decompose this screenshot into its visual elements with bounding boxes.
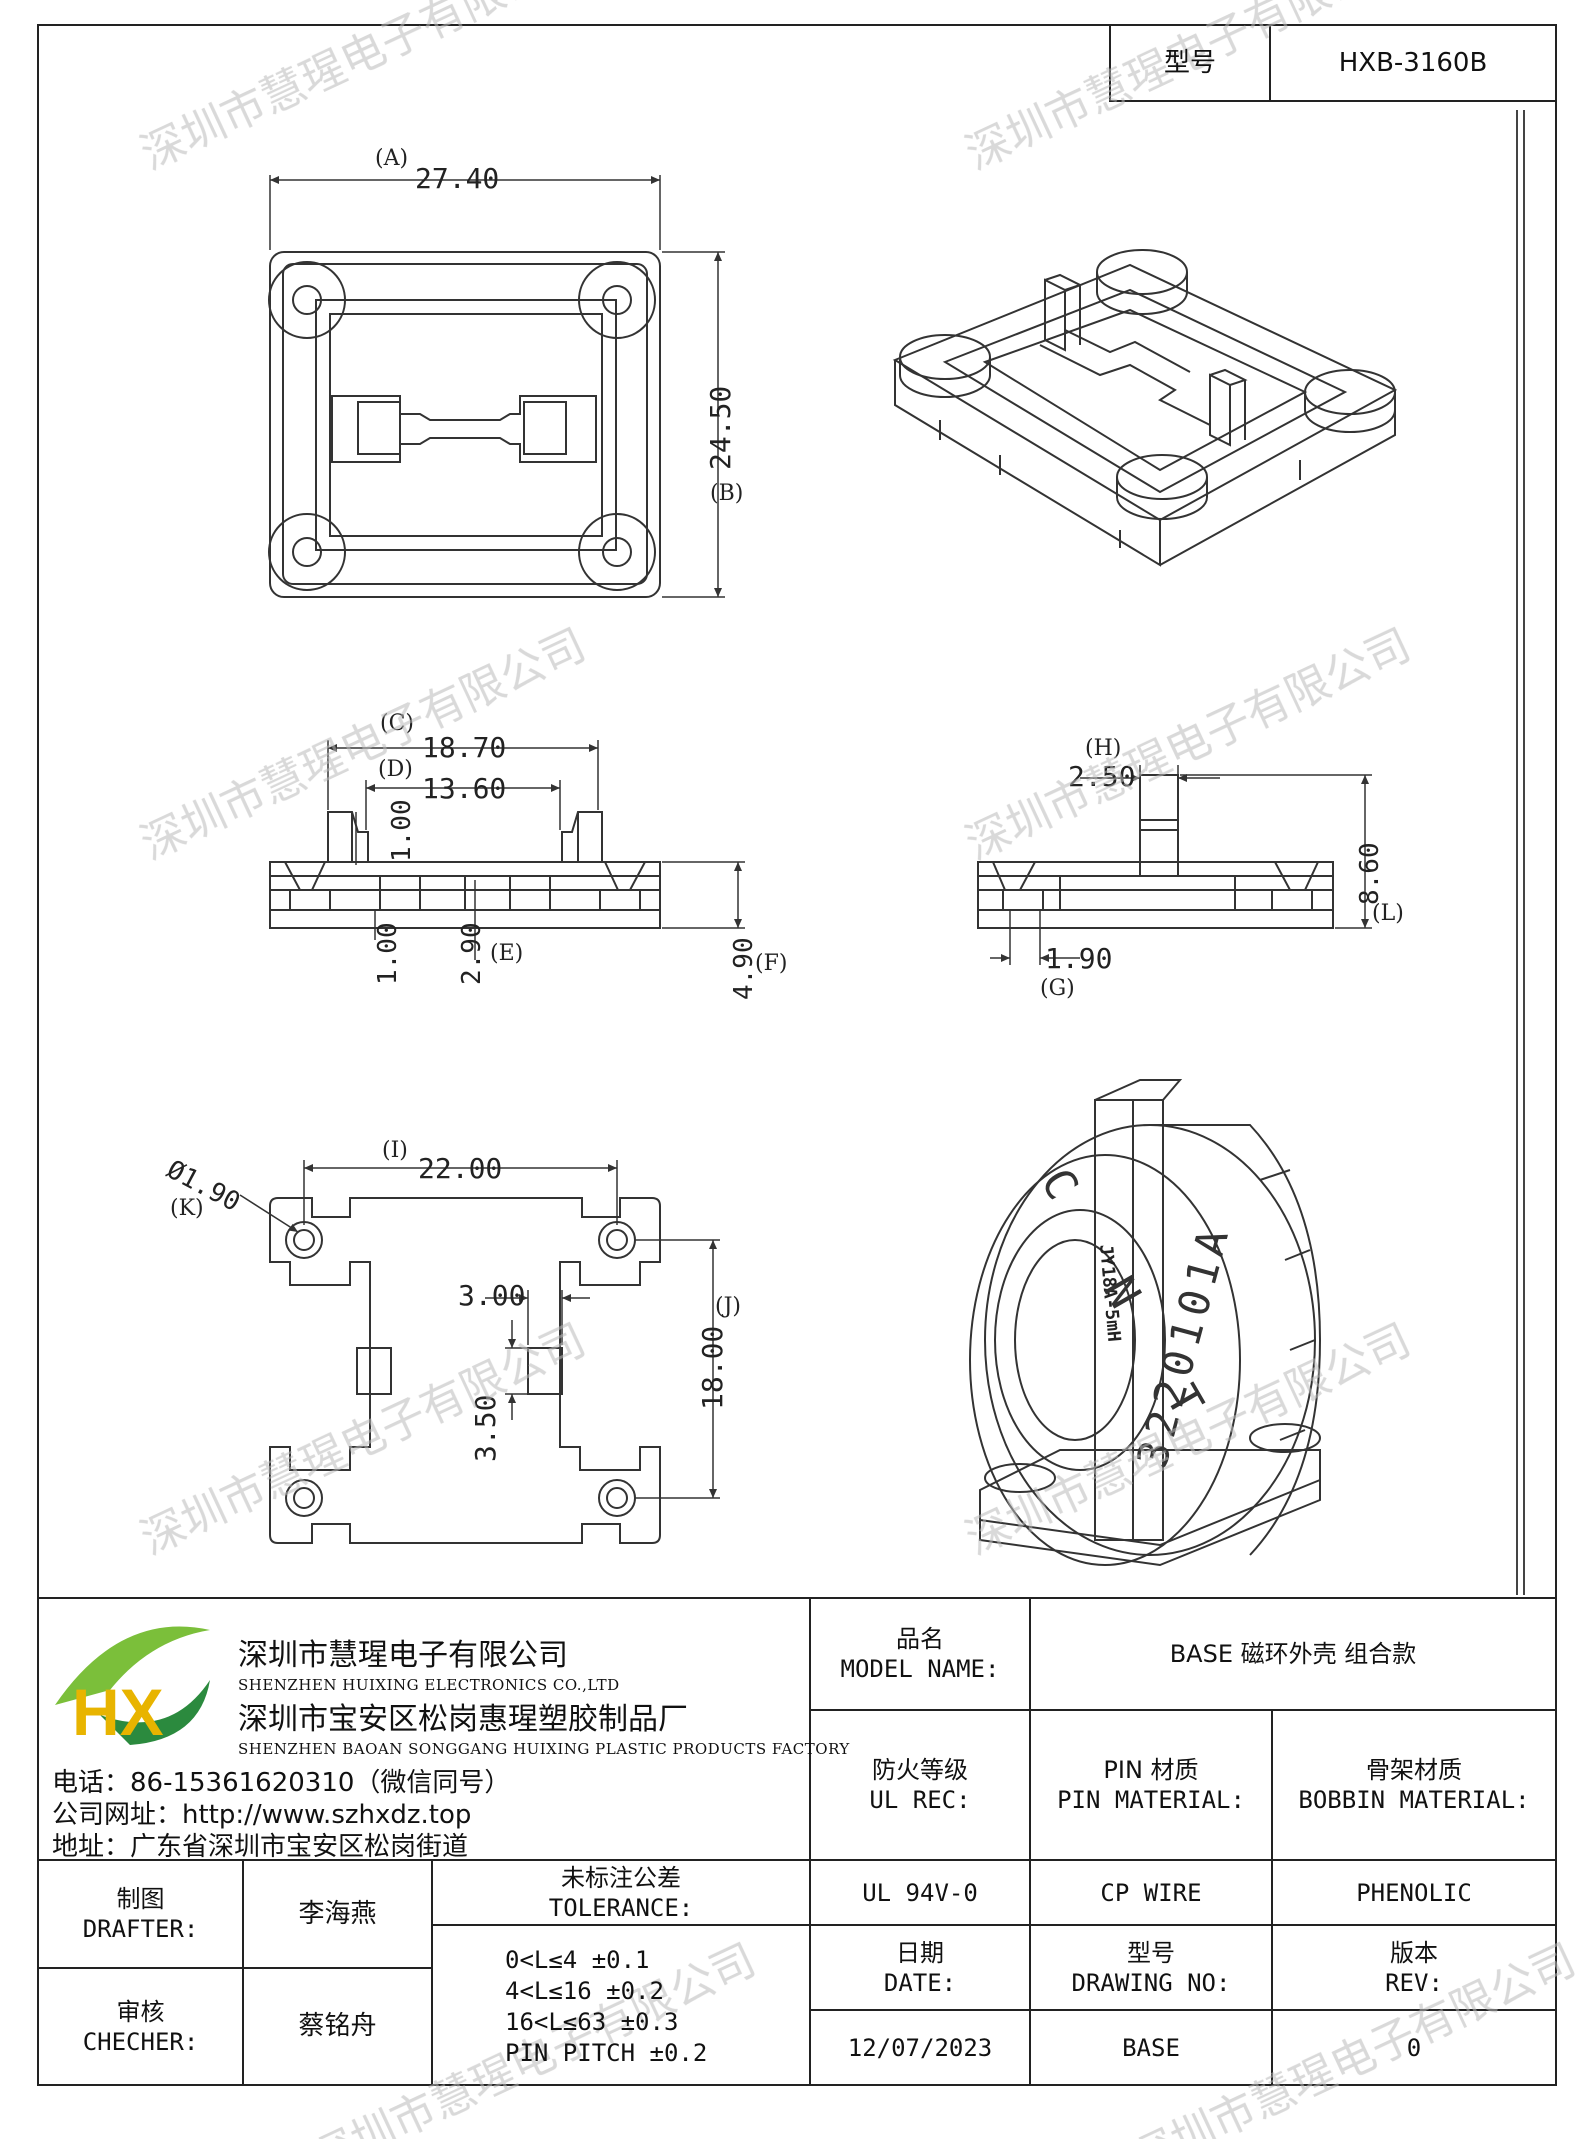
date-value: 12/07/2023 [847,2033,993,2062]
date-label-en: DATE: [883,1968,957,1997]
bobbin-material-label-cn: 骨架材质 [1366,1756,1462,1784]
dim-E-label: (E) [490,941,523,966]
checker-label-cn: 审核 [116,1997,165,2026]
date-label-cn: 日期 [896,1938,944,1967]
dim-H-L-G [990,765,1372,965]
dim-C-value: 18.70 [422,731,506,764]
model-name-label-en: MODEL NAME: [840,1655,1000,1683]
company-address: 地址：广东省深圳市宝安区松岗街道 [52,1832,469,1862]
ul-rec-label-en: UL REC: [869,1786,971,1814]
tolerance-line-3: 16<L≤63 ±0.3 [505,2008,679,2036]
watermark-4: 深圳市慧瑆电子有限公司 [958,619,1418,870]
dim-L-label: (L) [1372,901,1404,926]
drafter-label-en: DRAFTER: [82,1915,199,1943]
company-logo: HX [55,1626,210,1749]
drafter-label: 制图 DRAFTER: [38,1860,243,1968]
tolerance-label-en: TOLERANCE: [548,1893,694,1922]
dim-C-D [327,740,745,960]
pin-material-label: PIN 材质 PIN MATERIAL: [1030,1710,1272,1860]
dim-I-label: (I) [382,1138,408,1163]
checker-label-en: CHECHER: [82,2027,199,2056]
company-name-en: SHENZHEN HUIXING ELECTRONICS CO.,LTD [238,1676,620,1694]
company-name-cn: 深圳市慧瑆电子有限公司 [238,1638,568,1673]
drawing-no-label: 型号 DRAWING NO: [1030,1925,1272,2010]
checker-label: 审核 CHECHER: [38,1968,243,2085]
dim-L-value: 8.60 [1355,842,1385,905]
pin-material-value: CP WIRE [1100,1878,1202,1907]
dim-E-value: 2.90 [457,922,487,985]
dim-slot-height: 3.50 [469,1395,502,1462]
pin-material-label-en: PIN MATERIAL: [1057,1786,1245,1814]
front-view [269,811,661,929]
dim-A [269,175,661,250]
dim-I-value: 22.00 [418,1152,502,1185]
title-block-grid [38,1597,1556,2085]
dim-D-label: (D) [378,757,413,782]
dim-D-value: 13.60 [422,772,506,805]
dim-base-left: 1.00 [373,922,403,985]
tolerance-label: 未标注公差 TOLERANCE: [432,1860,810,1925]
tolerance-line-4: PIN PITCH ±0.2 [505,2039,708,2068]
drafter-name: 李海燕 [298,1898,377,1929]
revision-value: 0 [1406,2033,1422,2062]
dim-G-label: (G) [1040,976,1075,1001]
dim-A-value: 27.40 [415,162,499,195]
tolerance-line-2: 4<L≤16 ±0.2 [505,1976,664,2005]
dim-J-label: (J) [715,1294,741,1319]
assembly-view [969,1079,1322,1567]
dim-J-value: 18.00 [696,1326,729,1410]
checker-name: 蔡铭舟 [298,2011,377,2042]
dim-B-label: (B) [710,481,743,506]
drawing-no-label-cn: 型号 [1127,1938,1175,1967]
bobbin-material-value: PHENOLIC [1356,1878,1472,1907]
watermark-5: 深圳市慧瑆电子有限公司 [133,1314,593,1565]
dim-slot-width: 3.00 [458,1279,525,1312]
dim-I-J [239,1160,720,1499]
model-name-label: 品名 MODEL NAME: [810,1598,1030,1710]
pin-material-label-cn: PIN 材质 [1103,1756,1199,1784]
tolerance-table: 0<L≤4 ±0.1 4<L≤16 ±0.2 16<L≤63 ±0.3 PIN … [505,1932,805,2082]
ul-rec-value: UL 94V-0 [862,1878,978,1907]
watermark-1: 深圳市慧瑆电子有限公司 [133,0,593,180]
outer-frame [37,24,1557,2086]
tolerance-label-cn: 未标注公差 [561,1863,681,1892]
factory-name-en: SHENZHEN BAOAN SONGGANG HUIXING PLASTIC … [238,1740,850,1758]
dim-H-value: 2.50 [1068,760,1135,793]
ul-rec-label: 防火等级 UL REC: [810,1710,1030,1860]
dim-H-label: (H) [1085,736,1121,761]
model-name-value: BASE 磁环外壳 组合款 [1169,1640,1417,1668]
dim-G-value: 1.90 [1045,942,1112,975]
header-label: 型号 [1163,47,1216,78]
tolerance-line-1: 0<L≤4 ±0.1 [505,1945,650,1974]
iso-base-view [892,249,1398,567]
ul-rec-label-cn: 防火等级 [872,1756,968,1784]
revision-label-cn: 版本 [1390,1938,1438,1967]
factory-name-cn: 深圳市宝安区松岗惠瑆塑胶制品厂 [238,1702,688,1737]
top-view [268,251,661,598]
dim-F-label: (F) [755,951,787,976]
company-phone: 电话：86-15361620310（微信同号） [52,1768,511,1798]
dim-pin-height: 1.00 [387,799,417,862]
model-name-label-cn: 品名 [896,1625,944,1653]
bobbin-material-label: 骨架材质 BOBBIN MATERIAL: [1272,1710,1556,1860]
model-header-box [1109,24,1557,102]
side-view [977,774,1334,929]
dim-C-label: (C) [380,711,414,736]
drafter-label-cn: 制图 [116,1885,165,1913]
dim-B [662,251,725,598]
dim-F-value: 4.90 [729,937,759,1000]
dim-K-label: (K) [170,1196,204,1221]
bobbin-material-label-en: BOBBIN MATERIAL: [1298,1786,1530,1814]
dim-A-label: (A) [375,146,408,171]
revision-label-en: REV: [1385,1968,1443,1997]
header-model-number: HXB-3160B [1338,47,1488,78]
company-website: 公司网址：http://www.szhxdz.top [52,1800,472,1830]
dim-B-value: 24.50 [704,386,737,470]
drawing-no-label-en: DRAWING NO: [1071,1968,1231,1997]
drawing-no-value: BASE [1122,2033,1180,2062]
revision-label: 版本 REV: [1272,1925,1556,2010]
date-label: 日期 DATE: [810,1925,1030,2010]
logo-letters: HX [72,1675,164,1749]
